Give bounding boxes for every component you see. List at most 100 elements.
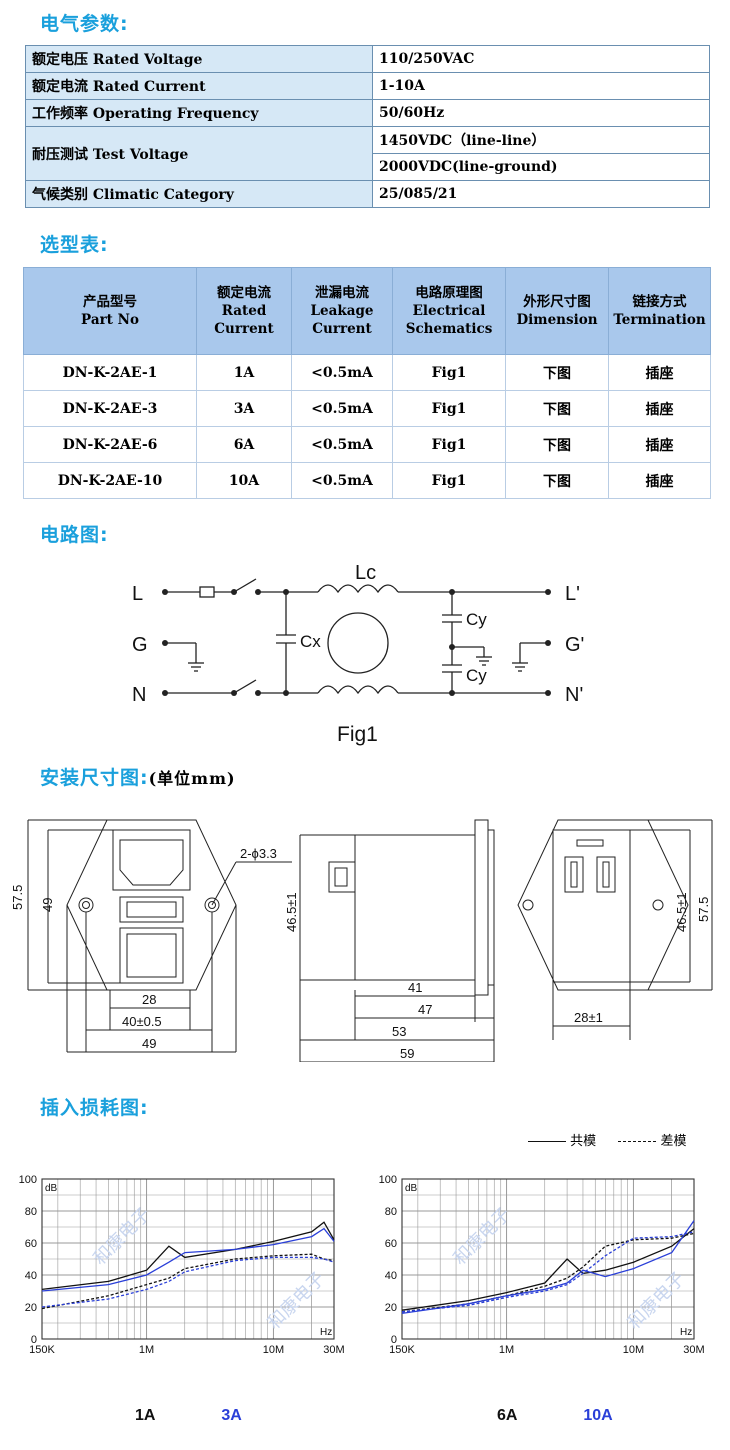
param-value: 110/250VAC (372, 45, 710, 73)
dimension-drawing: 57.5 49 2-ϕ3.3 28 40±0.5 49 46.5±1 41 47… (10, 819, 713, 1062)
x-tick-label: 10M (623, 1344, 644, 1356)
param-row: 气候类别 Climatic Category 25/085/21 (25, 180, 710, 208)
table-row: DN-K-2AE-1 1A <0.5mA Fig1 下图 插座 (23, 354, 711, 391)
legend-solid-line (528, 1141, 566, 1142)
series-line-1A-dashed (41, 1253, 335, 1310)
dim-back-outer-height: 57.5 (696, 897, 711, 922)
param-value: 1-10A (372, 72, 710, 100)
terminal-L: L (132, 583, 143, 605)
dim-side-41: 41 (408, 980, 422, 995)
circuit-diagram: L G N L' G' N' Lc Cx Cy Cy Fig1 (132, 562, 584, 746)
cell-part-no: DN-K-2AE-10 (23, 462, 197, 499)
cell-part-no: DN-K-2AE-6 (23, 426, 197, 463)
cell-current: 10A (196, 462, 292, 499)
header-cn: 链接方式 (632, 294, 687, 310)
param-label: 耐压测试 Test Voltage (25, 126, 373, 181)
x-axis-label: Hz (680, 1327, 692, 1338)
table-row: DN-K-2AE-6 6A <0.5mA Fig1 下图 插座 (23, 426, 711, 463)
figure-caption: Fig1 (337, 723, 378, 746)
dim-side-59: 59 (400, 1046, 414, 1061)
insertion-heading: 插入损耗图: (40, 1097, 149, 1119)
dim-back-height: 46.5±1 (674, 892, 689, 932)
x-axis-label: Hz (320, 1327, 332, 1338)
y-tick-label: 0 (31, 1334, 37, 1346)
cell-current: 6A (196, 426, 292, 463)
x-tick-label: 150K (29, 1344, 55, 1356)
cell-schematic: Fig1 (392, 426, 506, 463)
label-6a: 6A (497, 1407, 517, 1424)
legend-dashed-line (618, 1141, 657, 1142)
cy-label-top: Cy (466, 610, 487, 629)
cell-schematic: Fig1 (392, 462, 506, 499)
terminal-G: G (132, 634, 148, 656)
header-cn: 泄漏电流 (315, 285, 369, 301)
y-tick-label: 60 (385, 1238, 397, 1250)
plot-frame (401, 1178, 695, 1340)
x-tick-label: 1M (499, 1344, 514, 1356)
chart-legend: 共模 差模 (528, 1130, 686, 1149)
table-row: DN-K-2AE-10 10A <0.5mA Fig1 下图 插座 (23, 462, 711, 499)
series-line-3A-dashed (41, 1256, 335, 1308)
plot-frame (41, 1178, 335, 1340)
dim-side-53: 53 (392, 1024, 406, 1039)
mounting-heading: 安装尺寸图:(单位mm) (40, 763, 236, 790)
cell-termination: 插座 (608, 354, 711, 391)
cell-leakage: <0.5mA (291, 426, 393, 463)
y-tick-label: 60 (25, 1238, 37, 1250)
cy-label-bottom: Cy (466, 666, 487, 685)
param-label: 气候类别 Climatic Category (25, 180, 373, 208)
y-tick-label: 80 (385, 1206, 397, 1218)
dim-front-inner-height: 49 (40, 898, 55, 912)
series-line-10A-dashed (401, 1231, 695, 1313)
params-heading: 电气参数: (40, 13, 129, 35)
header-en: Termination (613, 312, 706, 328)
header-cn: 外形尺寸图 (523, 294, 591, 310)
y-tick-label: 80 (25, 1206, 37, 1218)
param-label: 工作频率 Operating Frequency (25, 99, 373, 127)
header-cn: 产品型号 (83, 294, 137, 310)
header-en: Current (214, 321, 274, 337)
y-tick-label: 20 (25, 1302, 37, 1314)
cell-termination: 插座 (608, 462, 711, 499)
dim-front-40: 40±0.5 (122, 1014, 162, 1029)
cell-dimension: 下图 (505, 390, 609, 427)
series-line-1A-solid (41, 1221, 335, 1291)
x-tick-label: 30M (683, 1344, 704, 1356)
y-tick-label: 0 (391, 1334, 397, 1346)
y-tick-label: 40 (385, 1270, 397, 1282)
terminal-N-out: N' (565, 684, 583, 706)
dim-side-47: 47 (418, 1002, 432, 1017)
legend-common: 共模 (570, 1134, 597, 1149)
param-row: 2000VDC(line-ground) (26, 153, 710, 181)
dim-hole: 2-ϕ3.3 (240, 846, 277, 861)
circuit-heading: 电路图: (40, 524, 109, 546)
header-en: Current (312, 321, 372, 337)
cell-schematic: Fig1 (392, 354, 506, 391)
cell-dimension: 下图 (505, 354, 609, 391)
param-value: 50/60Hz (372, 99, 710, 127)
dim-side-height: 46.5±1 (284, 892, 299, 932)
cell-dimension: 下图 (505, 426, 609, 463)
param-label: 额定电流 Rated Current (25, 72, 373, 100)
series-line-10A-solid (401, 1220, 695, 1315)
y-tick-label: 40 (25, 1270, 37, 1282)
cell-current: 1A (196, 354, 292, 391)
chart-right-labels: 6A 10A (497, 1407, 613, 1425)
param-row: 额定电压 Rated Voltage 110/250VAC (25, 45, 710, 73)
header-en: Electrical (412, 303, 486, 319)
legend-diff: 差模 (660, 1134, 687, 1149)
selection-heading: 选型表: (40, 234, 109, 256)
header-en: Leakage (310, 303, 374, 319)
label-3a: 3A (221, 1407, 242, 1424)
param-value: 25/085/21 (372, 180, 710, 208)
params-table: 额定电压 Rated Voltage 110/250VAC 额定电流 Rated… (25, 45, 710, 208)
mounting-unit: (单位mm) (148, 769, 236, 788)
x-tick-label: 10M (263, 1344, 284, 1356)
x-tick-label: 150K (389, 1344, 415, 1356)
param-label: 额定电压 Rated Voltage (25, 45, 373, 73)
